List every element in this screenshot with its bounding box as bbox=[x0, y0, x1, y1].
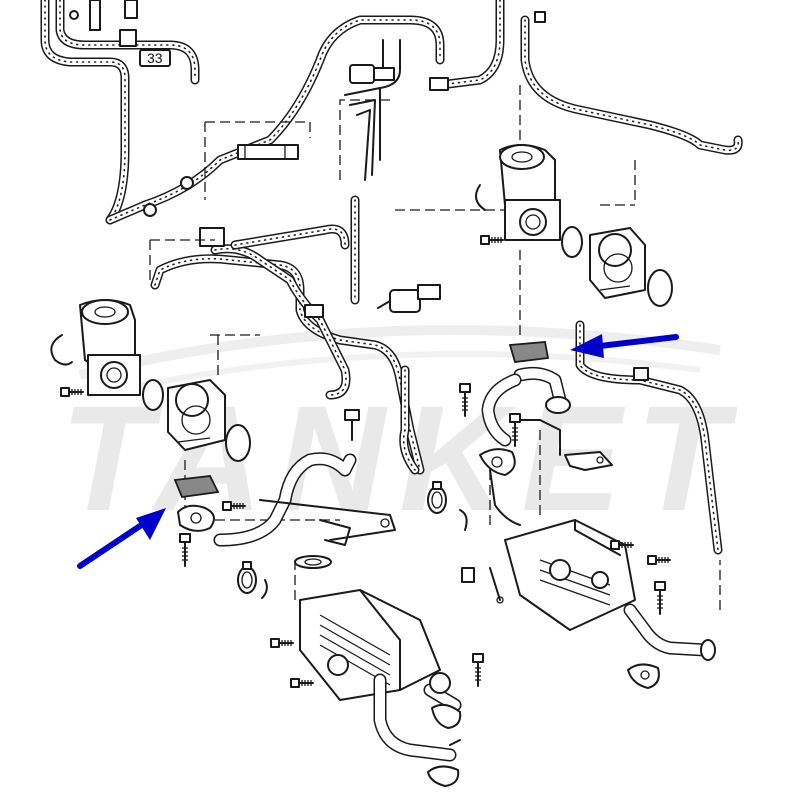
left-exhaust-pipe-assembly bbox=[173, 409, 396, 600]
egr-valve-right bbox=[475, 144, 673, 335]
upper-hose-bundle bbox=[40, 0, 743, 225]
right-hose bbox=[575, 160, 723, 610]
middle-hoses bbox=[149, 195, 441, 475]
arrow-left bbox=[77, 508, 166, 569]
egr-cooler-right bbox=[504, 519, 716, 689]
arrow-right bbox=[570, 334, 679, 358]
callout-33: 33 bbox=[147, 50, 163, 66]
egr-valve-left bbox=[50, 299, 260, 462]
right-exhaust-pipe-assembly bbox=[427, 341, 613, 604]
blanking-plate-right bbox=[508, 341, 550, 363]
blanking-plate-left bbox=[173, 475, 220, 498]
egr-cooler-left bbox=[270, 589, 484, 787]
